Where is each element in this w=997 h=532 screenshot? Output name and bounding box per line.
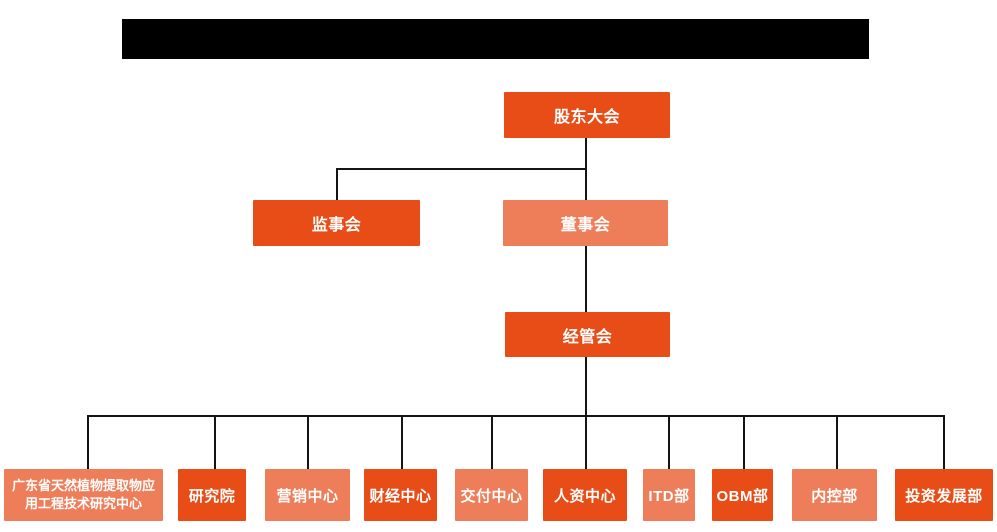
connector-line — [836, 415, 838, 469]
connector-line — [585, 415, 587, 469]
connector-line — [668, 415, 670, 469]
org-node-label: 营销中心 — [276, 487, 339, 505]
org-node-department: 财经中心 — [364, 469, 437, 521]
org-node-label: 经管会 — [562, 328, 613, 346]
connector-line — [585, 246, 587, 312]
org-node-label: 广东省天然植物提取物应用工程技术研究中心 — [11, 477, 155, 511]
org-node-department: 研究院 — [178, 469, 246, 521]
connector-line — [336, 168, 587, 170]
org-node-label: OBM部 — [716, 487, 769, 505]
connector-line — [336, 168, 338, 200]
connector-line — [87, 415, 945, 417]
org-node-label: 投资发展部 — [905, 487, 983, 505]
org-node-board-of-directors: 董事会 — [503, 200, 668, 246]
org-node-department: OBM部 — [712, 469, 773, 521]
org-node-supervisory-board: 监事会 — [253, 200, 420, 246]
org-node-department: 投资发展部 — [895, 469, 993, 521]
org-node-label: 研究院 — [188, 487, 236, 505]
org-node-department: 交付中心 — [455, 469, 528, 521]
org-node-management-committee: 经管会 — [505, 312, 670, 357]
redacted-title-bar — [122, 19, 869, 59]
org-node-label: 董事会 — [560, 217, 611, 234]
org-node-label: ITD部 — [648, 487, 690, 505]
org-node-department: 内控部 — [792, 469, 877, 521]
connector-line — [87, 415, 89, 469]
org-node-department: ITD部 — [643, 469, 695, 521]
org-node-department: 营销中心 — [265, 469, 350, 521]
connector-line — [943, 415, 945, 469]
org-node-label: 监事会 — [311, 217, 362, 234]
connector-line — [401, 415, 403, 469]
connector-line — [491, 415, 493, 469]
connector-line — [743, 415, 745, 469]
org-node-label: 股东大会 — [553, 109, 620, 126]
org-node-label: 人资中心 — [553, 487, 616, 505]
org-node-department: 广东省天然植物提取物应用工程技术研究中心 — [4, 469, 163, 521]
org-node-label: 内控部 — [811, 487, 858, 505]
org-node-shareholders-meeting: 股东大会 — [504, 92, 670, 138]
org-node-label: 财经中心 — [369, 487, 432, 505]
connector-line — [307, 415, 309, 469]
org-node-department: 人资中心 — [543, 469, 627, 521]
connector-line — [585, 357, 587, 417]
connector-line — [214, 415, 216, 469]
org-node-label: 交付中心 — [460, 487, 523, 505]
